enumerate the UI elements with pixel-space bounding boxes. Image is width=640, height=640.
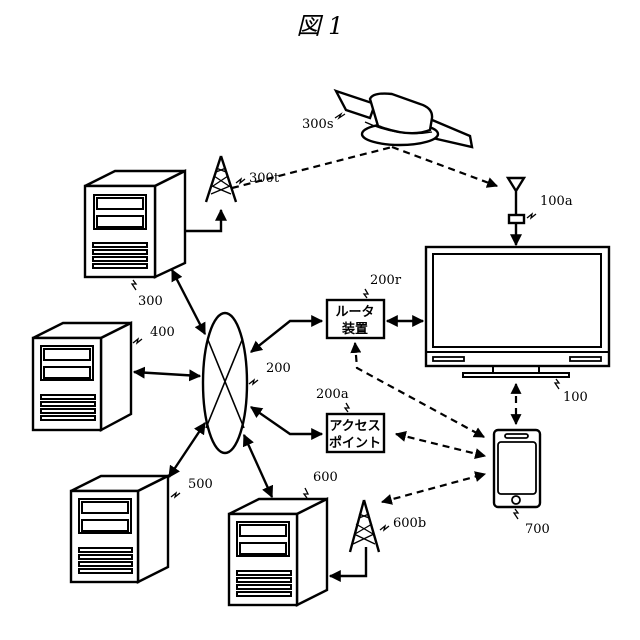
label-tv-antenna: 100a	[540, 194, 573, 209]
figure-title: 図 1	[297, 12, 344, 40]
radio-tower-icon	[206, 156, 236, 202]
label-tv: 100	[563, 390, 588, 405]
radio-tower-icon	[350, 500, 379, 552]
label-server-600: 600	[313, 470, 338, 485]
link-satellite-tv-antenna	[392, 147, 497, 186]
router-label-line1: ルータ	[335, 305, 374, 320]
link-server500-network	[169, 423, 205, 477]
server-icon	[71, 476, 168, 582]
leader-line	[364, 289, 368, 298]
label-server-400: 400	[150, 325, 175, 340]
television-icon	[426, 247, 609, 377]
link-server300-network	[172, 270, 205, 334]
leader-line	[514, 509, 518, 519]
ap-label-line2: ポイント	[329, 435, 381, 451]
leader-line	[380, 526, 389, 530]
label-satellite: 300s	[302, 117, 333, 132]
leader-line	[555, 379, 559, 389]
leader-line	[335, 114, 345, 118]
link-tower-server600	[330, 547, 366, 576]
router-label-line2: 装置	[341, 321, 368, 337]
leader-line	[249, 380, 258, 384]
leader-line	[345, 403, 349, 412]
network-cloud-icon	[203, 313, 247, 453]
link-ap-smartphone	[396, 434, 485, 456]
leader-line	[304, 488, 308, 498]
label-router: 200r	[370, 273, 402, 288]
smartphone-icon	[494, 430, 540, 507]
tv-antenna-icon	[508, 178, 524, 223]
link-server400-network	[134, 372, 200, 376]
leader-line	[236, 179, 245, 183]
link-router-network	[251, 321, 322, 352]
link-server600-network	[244, 435, 272, 497]
ap-label-line1: アクセス	[329, 419, 380, 434]
leader-line	[527, 214, 536, 218]
satellite-icon	[336, 91, 472, 147]
link-server300-tower	[185, 210, 221, 231]
link-ap-network	[251, 407, 322, 434]
server-icon	[85, 171, 185, 277]
label-access-point: 200a	[316, 387, 349, 402]
label-smartphone: 700	[525, 522, 550, 537]
label-tower-300: 300t	[249, 171, 280, 186]
leader-line	[133, 339, 142, 343]
label-network: 200	[266, 361, 291, 376]
label-server-300: 300	[138, 294, 163, 309]
link-tower600-smartphone	[382, 474, 485, 502]
leader-line	[171, 493, 180, 497]
server-icon	[229, 499, 327, 605]
leader-line	[132, 280, 136, 290]
label-server-500: 500	[188, 477, 213, 492]
label-tower-600: 600b	[393, 516, 426, 531]
server-icon	[33, 323, 131, 430]
